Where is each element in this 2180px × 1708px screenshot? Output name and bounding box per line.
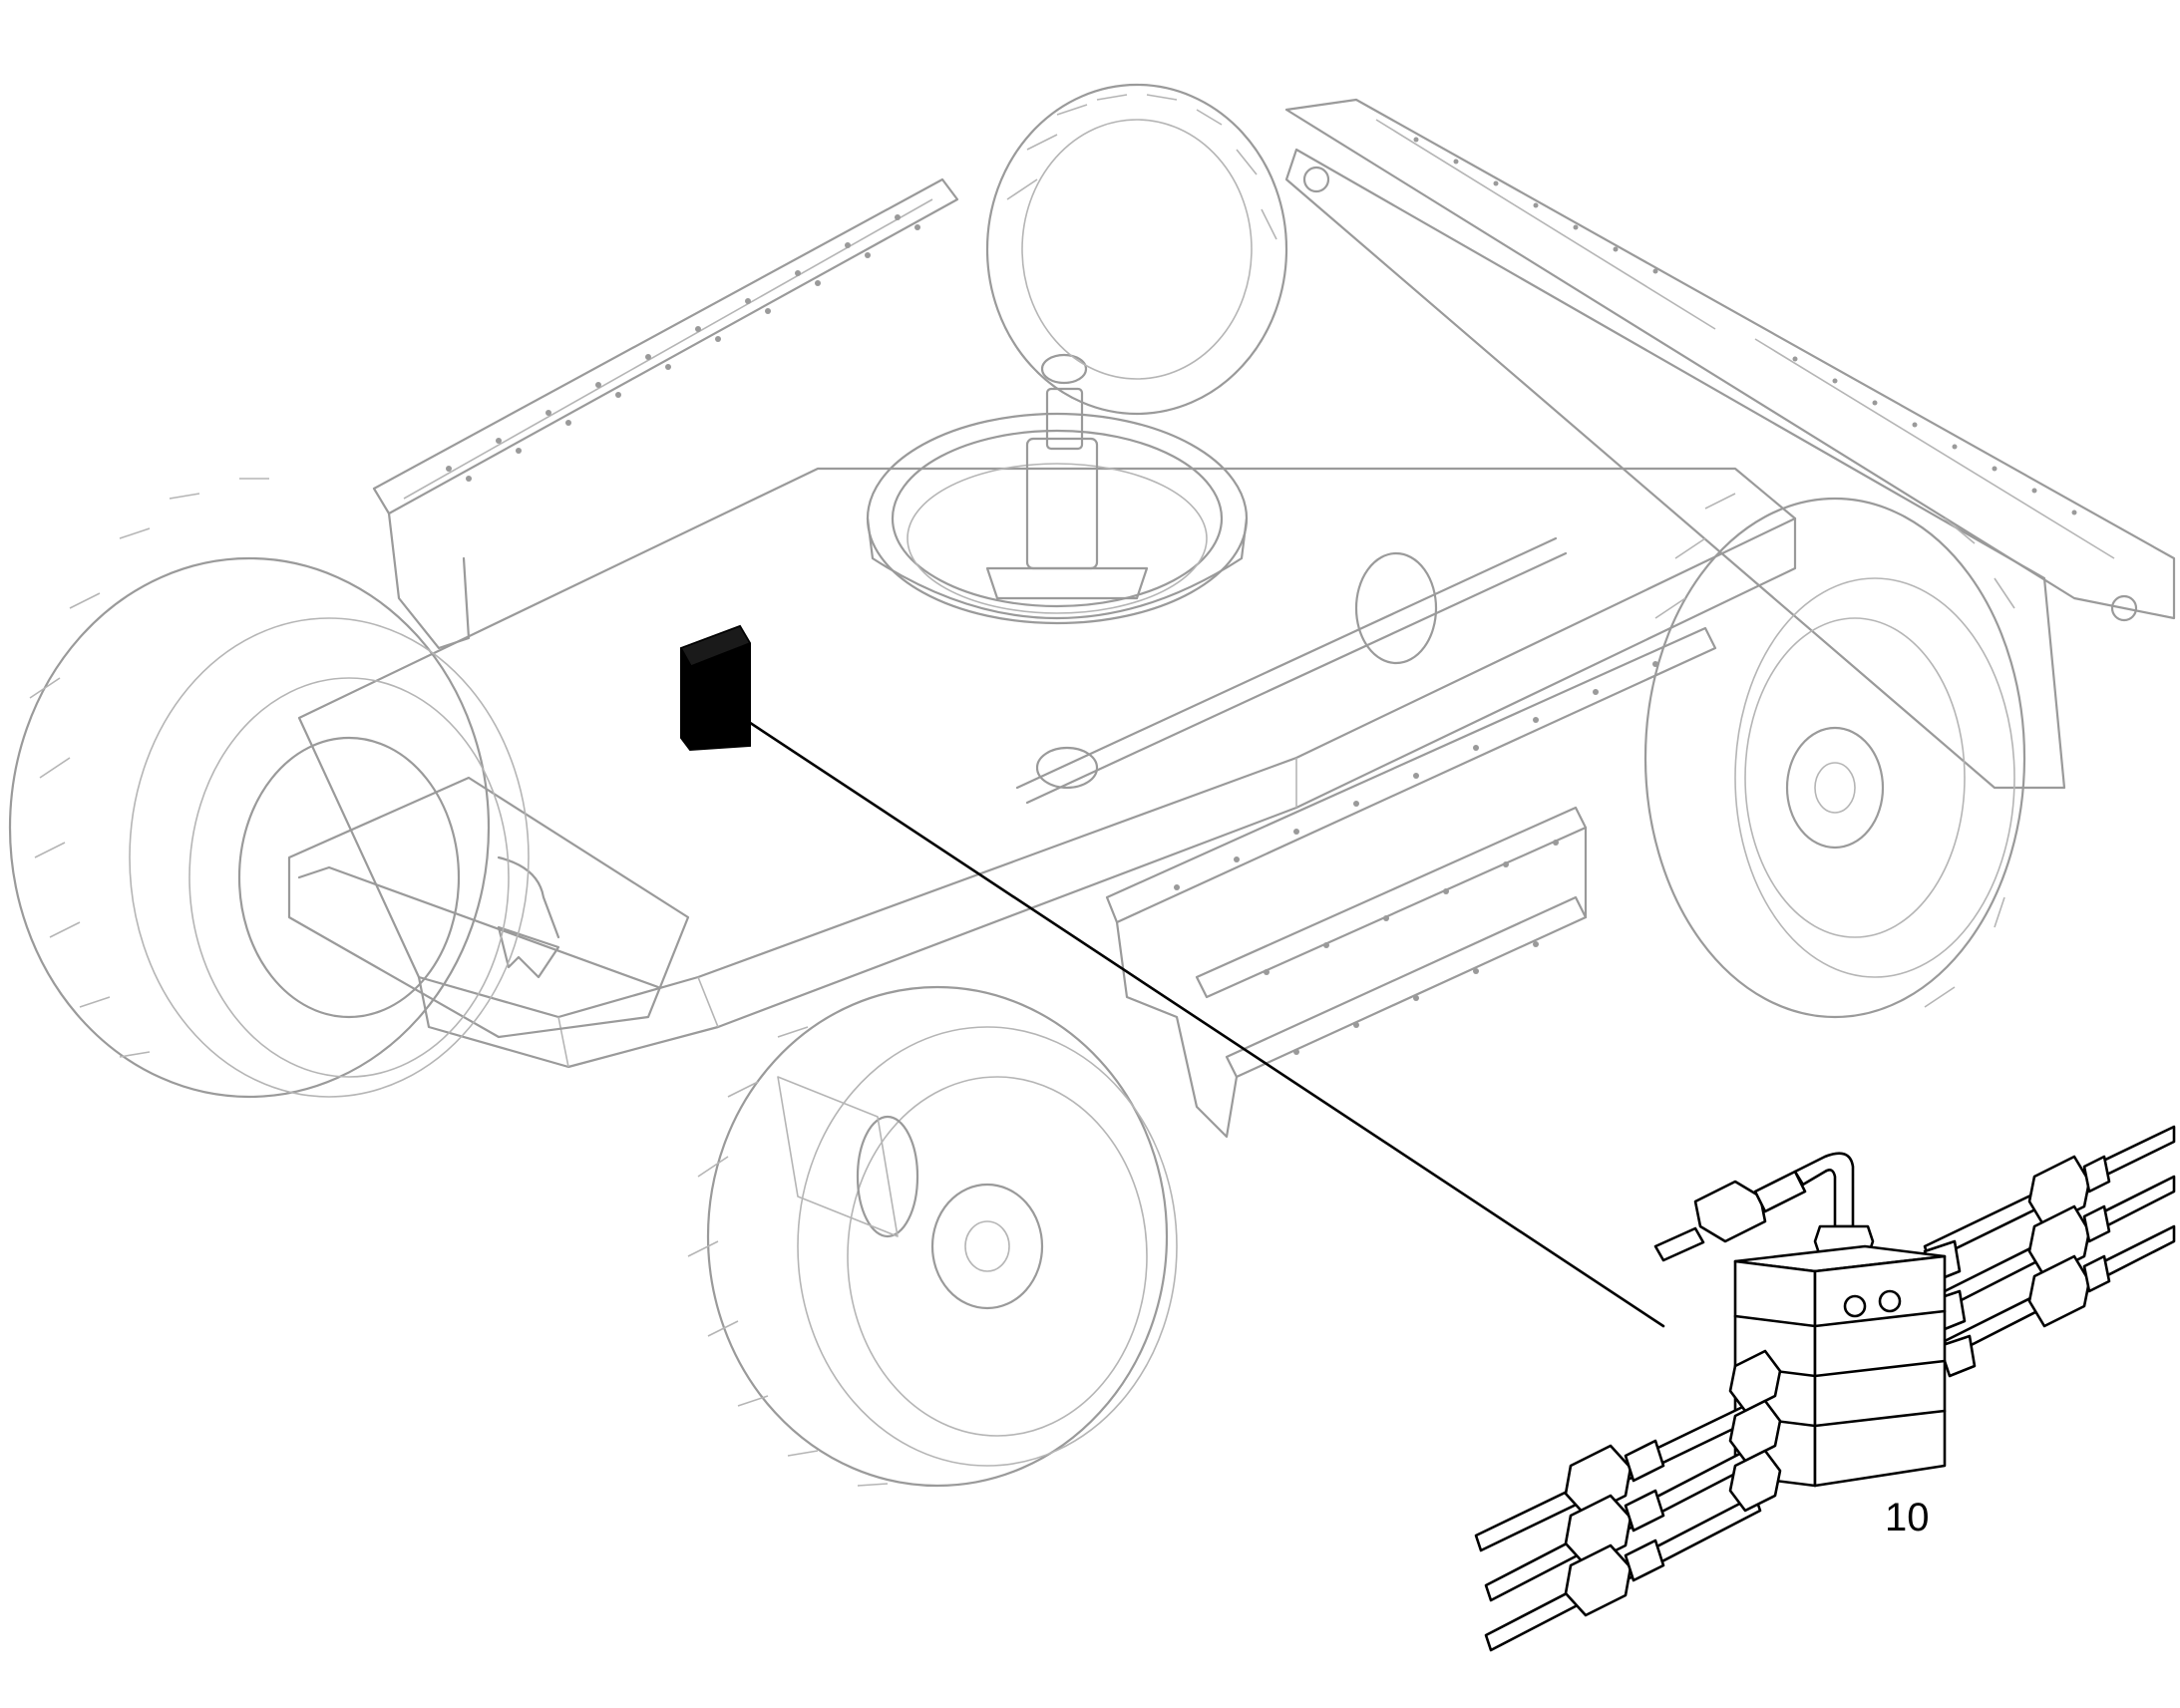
front-left-hub: [777, 1076, 919, 1238]
swivel-joint: [985, 353, 1149, 600]
block-port-top: [1728, 1349, 1782, 1413]
fitting-left-bottom: [1564, 1538, 1665, 1617]
chassis-frame: [297, 467, 1797, 1069]
outlet-pipes-left: [1474, 1349, 1782, 1652]
wheel-rear-left: [985, 83, 1288, 416]
inlet-pipe: [1653, 1152, 1875, 1262]
component-location-marker: [679, 624, 752, 752]
part-number-callout: 10: [1885, 1496, 1930, 1539]
slew-ring: [866, 412, 1249, 625]
wheel-front-bottom: [687, 985, 1178, 1488]
drive-shaft: [1015, 536, 1568, 805]
step-rail-front-right: [1105, 626, 1717, 1139]
leader-line: [718, 701, 1665, 1328]
dozer-blade: [1284, 98, 2176, 790]
fitting-right-bottom: [2027, 1254, 2111, 1328]
step-rail-rear-left: [372, 177, 959, 650]
wheel-rear-right: [1643, 493, 2026, 1019]
distributor-block-detail: 10: [1474, 1125, 2176, 1652]
wheel-front-left: [8, 478, 530, 1099]
front-axle: [287, 776, 690, 1039]
block-port-mid: [1728, 1399, 1782, 1463]
outlet-pipes-right: [1923, 1125, 2176, 1378]
undercarriage-ghost: [8, 83, 2176, 1488]
block-port-bottom: [1728, 1449, 1782, 1513]
